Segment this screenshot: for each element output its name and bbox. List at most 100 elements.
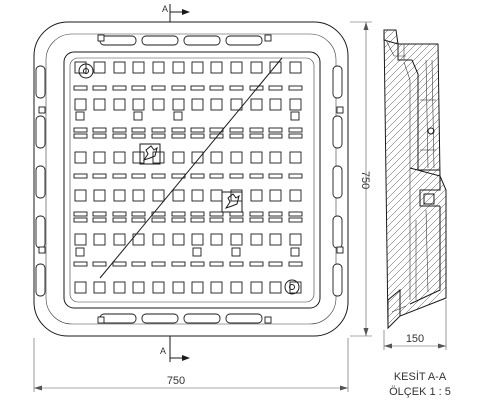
grid-opening: [191, 281, 204, 294]
grid-opening: [113, 189, 126, 202]
grid-bar: [73, 211, 88, 217]
section-lid-profile: [411, 59, 440, 171]
grid-bar: [171, 217, 186, 223]
grid-opening: [269, 233, 282, 246]
grid-opening: [230, 98, 243, 111]
grid-opening: [191, 189, 204, 202]
hatch-line: [384, 142, 446, 214]
grid-bar: [112, 133, 127, 139]
section-cut-line: [99, 57, 283, 279]
grid-opening: [132, 151, 145, 164]
grid-opening: [93, 61, 106, 74]
grid-opening: [269, 98, 282, 111]
grid-bar: [151, 85, 166, 91]
hatch-line: [384, 121, 446, 193]
grid-opening: [289, 189, 302, 202]
grid-bar: [288, 217, 303, 223]
hatch-line: [384, 30, 446, 32]
section-caption: KESİT A-A ÖLÇEK 1 : 5: [389, 370, 451, 398]
grid-bar: [92, 217, 107, 223]
grid-bar: [190, 173, 205, 179]
frame-slot: [332, 65, 343, 99]
hatch-line: [384, 93, 446, 165]
grid-opening: [210, 189, 223, 202]
grid-opening: [74, 189, 87, 202]
grid-bar: [171, 85, 186, 91]
grid-opening: [191, 98, 204, 111]
grid-opening: [230, 151, 243, 164]
grid-opening-small: [75, 247, 85, 257]
grid-bar: [288, 133, 303, 139]
grid-opening: [113, 233, 126, 246]
lifting-hole-bottom-right: [284, 279, 300, 295]
grid-bar: [190, 261, 205, 267]
lid-inner: [69, 57, 315, 303]
grid-opening-small: [231, 247, 241, 257]
grid-bar: [151, 173, 166, 179]
grid-bar: [131, 173, 146, 179]
hatch-line: [384, 114, 446, 186]
section-label-bottom: A: [160, 346, 166, 356]
grid-bar: [190, 133, 205, 139]
grid-bar: [151, 217, 166, 223]
grid-opening-small: [173, 111, 183, 121]
frame-slot: [141, 313, 179, 324]
grid-opening: [250, 151, 263, 164]
grid-opening: [289, 61, 302, 74]
section-lower-wall: [409, 206, 441, 305]
hatch-line: [384, 170, 446, 242]
hatch-line: [384, 191, 446, 263]
grid-bar: [151, 211, 166, 217]
grid-bar: [229, 261, 244, 267]
grid-bar: [249, 211, 264, 217]
grid-bar: [92, 173, 107, 179]
grid-opening: [93, 189, 106, 202]
hatch-line: [384, 30, 446, 67]
dimension-width: 750: [33, 338, 349, 392]
grid-bar: [229, 211, 244, 217]
frame-notch: [38, 246, 46, 254]
grid-opening: [93, 233, 106, 246]
hatch-line: [384, 240, 446, 312]
grid-bar: [190, 217, 205, 223]
grid-opening: [152, 233, 165, 246]
section-hinge-hole: [427, 127, 435, 135]
hatch-line: [384, 30, 446, 46]
hatch-line: [384, 135, 446, 207]
hatch-line: [384, 30, 446, 60]
grid-opening: [210, 98, 223, 111]
grid-bar: [92, 211, 107, 217]
caption-title: KESİT A-A: [394, 370, 447, 383]
plan-view: A A: [33, 4, 349, 362]
hatch-line: [384, 107, 446, 179]
dimension-depth: 150: [383, 300, 447, 350]
grid-opening: [289, 233, 302, 246]
grid-opening: [269, 281, 282, 294]
grid-opening: [132, 281, 145, 294]
grid-opening: [152, 281, 165, 294]
grid-opening: [172, 233, 185, 246]
dimension-height: 750: [350, 21, 372, 337]
frame-slot: [35, 263, 46, 297]
frame-notch: [97, 34, 105, 42]
grid-opening: [113, 98, 126, 111]
grid-bar: [209, 261, 224, 267]
grid-bar: [288, 85, 303, 91]
frame-slot: [183, 313, 221, 324]
grid-opening: [289, 151, 302, 164]
lid-outer: [63, 51, 321, 309]
grid-bar: [92, 127, 107, 133]
grid-bar: [288, 127, 303, 133]
grid-bar: [73, 133, 88, 139]
grid-bar: [209, 211, 224, 217]
grid-bar: [112, 173, 127, 179]
hatch-line: [380, 0, 450, 3]
grid-opening: [93, 98, 106, 111]
grid-opening: [172, 281, 185, 294]
frame-notch: [97, 316, 105, 324]
grid-bar: [131, 261, 146, 267]
frame-slots: [35, 34, 344, 324]
grid-opening: [210, 61, 223, 74]
hatch-line: [384, 205, 446, 277]
